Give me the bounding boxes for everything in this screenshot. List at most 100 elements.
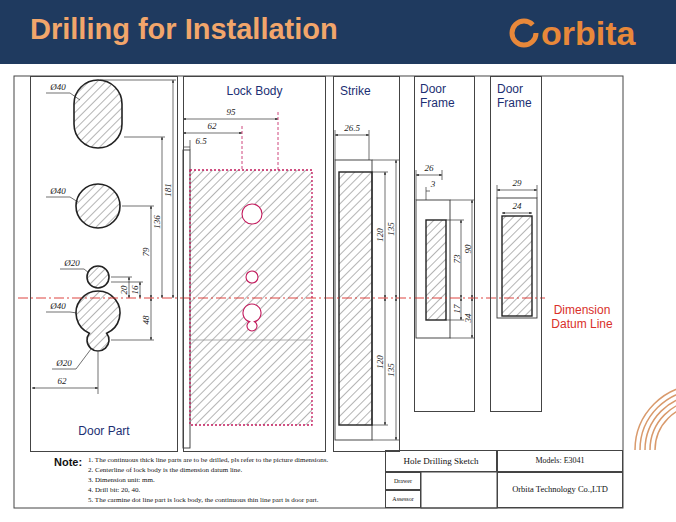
door-part-drawing	[140, 282, 141, 298]
door-part-drawing	[151, 298, 152, 340]
door-part-drawing	[111, 282, 143, 283]
title-block-cell: Drawer	[385, 472, 421, 490]
door-frame-drawing	[497, 190, 537, 191]
lock-body-drawing	[190, 340, 312, 341]
hole-diameter: Ø40	[50, 82, 66, 92]
door-part-drawing	[32, 388, 98, 389]
lock-body-drawing	[243, 304, 261, 331]
dimension-value: 16	[130, 286, 140, 295]
strike-drawing	[396, 298, 397, 440]
drawing-frame	[421, 472, 497, 508]
door-frame-drawing	[497, 185, 498, 198]
lock-body-drawing	[183, 112, 312, 448]
lock-body-drawing	[183, 150, 190, 448]
title-block-cell: Models: E3041	[497, 450, 623, 472]
lock-body-drawing	[183, 119, 278, 150]
door-part-drawing	[52, 349, 91, 369]
door-part-drawing	[76, 291, 120, 351]
brand-logo: orbita	[541, 14, 635, 53]
note-line: 2. Centerline of lock body is the dimens…	[88, 466, 242, 474]
strike-drawing	[372, 160, 399, 161]
strike-drawing	[339, 172, 372, 425]
door-frame-drawing	[426, 191, 430, 192]
door-part-drawing	[74, 80, 122, 148]
node-text: Lock Body	[226, 85, 282, 99]
decor-arcs	[655, 405, 676, 450]
door-frame-drawing	[502, 213, 532, 214]
datum-label: Dimension Datum Line	[546, 303, 618, 332]
header-bar	[0, 0, 676, 64]
panel: Door Frame	[414, 76, 475, 412]
note-line: 5. The carmine dot line part is lock bod…	[88, 496, 319, 504]
title-block-cell: Assessor	[385, 490, 421, 508]
door-part-drawing	[46, 312, 77, 313]
node-text: Models: E3041	[535, 456, 584, 465]
decor-arcs	[650, 400, 676, 450]
strike-drawing	[372, 172, 388, 173]
lock-body-drawing	[183, 119, 278, 120]
door-frame-drawing	[416, 170, 537, 338]
lock-body-drawing	[246, 271, 258, 283]
door-frame-drawing	[426, 187, 427, 200]
door-frame-drawing	[450, 200, 475, 201]
header-bar	[0, 0, 676, 64]
hole-diameter: Ø20	[64, 258, 80, 268]
dimension-value: 90	[463, 245, 473, 254]
door-part-drawing	[122, 206, 154, 207]
dimension-value: 62	[58, 376, 67, 386]
decor-arcs	[640, 390, 676, 450]
door-part-drawing	[76, 184, 120, 228]
panel: Door Frame	[490, 76, 542, 412]
strike-drawing	[335, 130, 336, 160]
strike-drawing	[385, 298, 386, 425]
door-frame-drawing	[426, 220, 446, 320]
dimension-value: 135	[386, 363, 396, 377]
dimension-value: 6.5	[195, 136, 206, 146]
note-line: 1. The continuous thick line parts are t…	[88, 456, 328, 464]
dimension-value: 79	[141, 248, 151, 257]
hole-diameter: Ø40	[50, 301, 66, 311]
drawing-frame	[14, 76, 623, 508]
page-title: Drilling for Installation	[30, 14, 338, 46]
dimension-value: 29	[513, 178, 522, 188]
title-block-cell: Orbita Technology Co.,LTD	[497, 472, 623, 508]
door-part-drawing	[111, 340, 154, 341]
drawing-frame	[14, 76, 623, 508]
door-frame-drawing	[497, 198, 537, 318]
strike-drawing	[372, 440, 399, 441]
strike-drawing	[335, 160, 372, 440]
decor-arcs	[635, 385, 676, 450]
lock-body-drawing	[190, 170, 312, 425]
door-part-drawing	[46, 93, 80, 100]
strike-drawing	[335, 130, 399, 440]
node-text: Door Frame	[420, 83, 466, 111]
panel: Door Part	[30, 76, 178, 452]
node-text: Drawer	[394, 478, 412, 485]
hole-diameter: Ø20	[56, 358, 72, 368]
dimension-value: 3	[431, 179, 436, 189]
dimension-value: 48	[141, 316, 151, 325]
door-part-drawing	[124, 137, 165, 138]
door-part-drawing	[32, 80, 176, 394]
dimension-value: 26.5	[344, 123, 360, 133]
door-frame-drawing	[502, 216, 532, 316]
door-part-drawing	[129, 277, 130, 298]
door-part-drawing	[60, 269, 89, 273]
dimension-value: 120	[375, 355, 385, 369]
door-frame-drawing	[416, 200, 450, 338]
node-text: Assessor	[392, 496, 413, 503]
door-frame-drawing	[537, 185, 538, 198]
note-line: 3. Dimension unit: mm.	[88, 476, 155, 484]
door-frame-drawing	[416, 170, 475, 338]
datum-line	[18, 298, 545, 299]
door-part-drawing	[162, 137, 163, 298]
hole-diameter: Ø40	[50, 186, 66, 196]
dimension-value: 17	[452, 305, 462, 314]
dimension-value: 26	[425, 163, 434, 173]
dimension-value: 20	[119, 286, 129, 295]
dimension-value: 62	[208, 121, 217, 131]
datum-line	[18, 298, 545, 299]
